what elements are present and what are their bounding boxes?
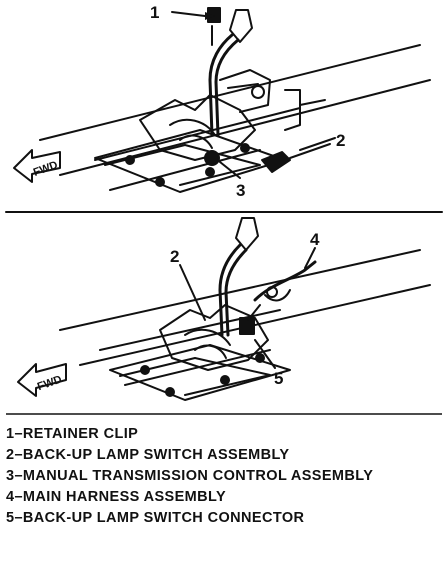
bottom-panel bbox=[17, 217, 431, 401]
callout-2-top: 2 bbox=[336, 131, 345, 150]
legend-item-main-harness-assembly: 4–MAIN HARNESS ASSEMBLY bbox=[6, 489, 227, 505]
legend-item-retainer-clip: 1–RETAINER CLIP bbox=[6, 426, 139, 442]
callout-5-bottom: 5 bbox=[274, 369, 283, 388]
callout-3-top: 3 bbox=[236, 181, 245, 200]
callout-1-top: 1 bbox=[150, 3, 159, 22]
legend: 1–RETAINER CLIP 2–BACK-UP LAMP SWITCH AS… bbox=[6, 424, 442, 529]
legend-item-backup-lamp-switch-connector: 5–BACK-UP LAMP SWITCH CONNECTOR bbox=[6, 510, 305, 526]
legend-item-backup-lamp-switch-assembly: 2–BACK-UP LAMP SWITCH ASSEMBLY bbox=[6, 447, 290, 463]
callout-2-bottom: 2 bbox=[170, 247, 179, 266]
callout-4-bottom: 4 bbox=[310, 230, 320, 249]
top-panel bbox=[13, 7, 431, 193]
legend-item-manual-transmission-control-assembly: 3–MANUAL TRANSMISSION CONTROL ASSEMBLY bbox=[6, 468, 374, 484]
